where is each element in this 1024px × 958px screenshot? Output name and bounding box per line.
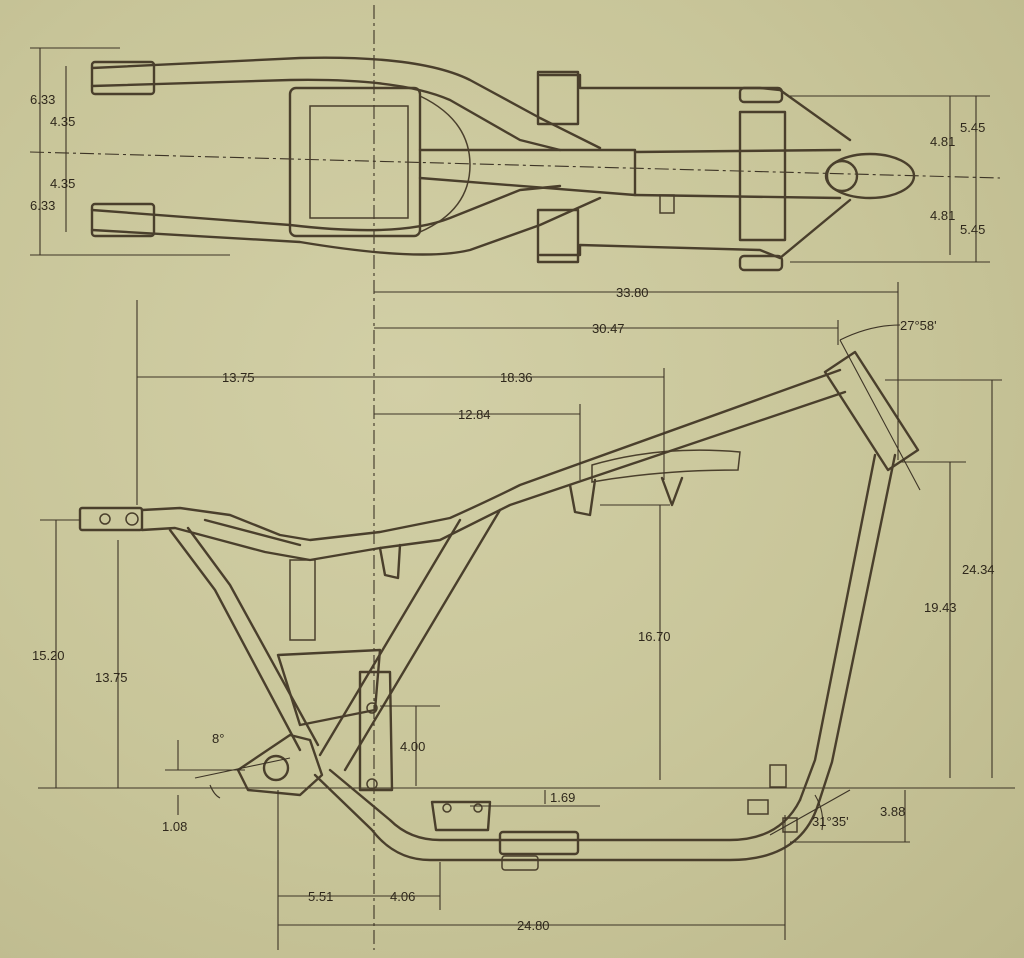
dim-pivot-to-front: 24.80: [517, 918, 550, 933]
dim-rake-angle: 27°58': [900, 318, 937, 333]
top-dim-right-4: 5.45: [960, 222, 985, 237]
side-view-dimensions: [40, 282, 1002, 950]
dim-rear-height: 15.20: [32, 648, 65, 663]
dim-lower-neck-height: 19.43: [924, 600, 957, 615]
dim-bottom-rail-angle: 31°35': [812, 814, 849, 829]
top-dim-left-2: 4.35: [50, 114, 75, 129]
dim-engine-mount-height: 4.00: [400, 739, 425, 754]
dim-tank-mount-height: 16.70: [638, 629, 671, 644]
dim-center-to-tank-mount: 18.36: [500, 370, 533, 385]
dim-center-to-mount: 4.06: [390, 889, 415, 904]
top-dim-right-1: 5.45: [960, 120, 985, 135]
dim-overall-length-a: 33.80: [616, 285, 649, 300]
dim-pivot-offset: 1.08: [162, 819, 187, 834]
dim-overall-length-b: 30.47: [592, 321, 625, 336]
dim-front-rail-drop: 3.88: [880, 804, 905, 819]
top-view-frame: [29, 56, 1001, 272]
dim-swingarm-angle: 8°: [212, 731, 224, 746]
top-dim-right-2: 4.81: [930, 134, 955, 149]
top-dim-left-3: 4.35: [50, 176, 75, 191]
dim-rear-to-center: 13.75: [222, 370, 255, 385]
top-dim-left-1: 6.33: [30, 92, 55, 107]
top-view-dimensions: [30, 47, 990, 263]
top-dim-right-3: 4.81: [930, 208, 955, 223]
dim-trans-mount-offset: 1.69: [550, 790, 575, 805]
top-dim-left-4: 6.33: [30, 198, 55, 213]
dim-rear-axle-height: 13.75: [95, 670, 128, 685]
side-view-frame: [38, 350, 1015, 871]
dim-neck-height: 24.34: [962, 562, 995, 577]
dim-center-to-seat-mount: 12.84: [458, 407, 491, 422]
top-view-centerline: [29, 151, 1001, 179]
dim-pivot-to-center: 5.51: [308, 889, 333, 904]
